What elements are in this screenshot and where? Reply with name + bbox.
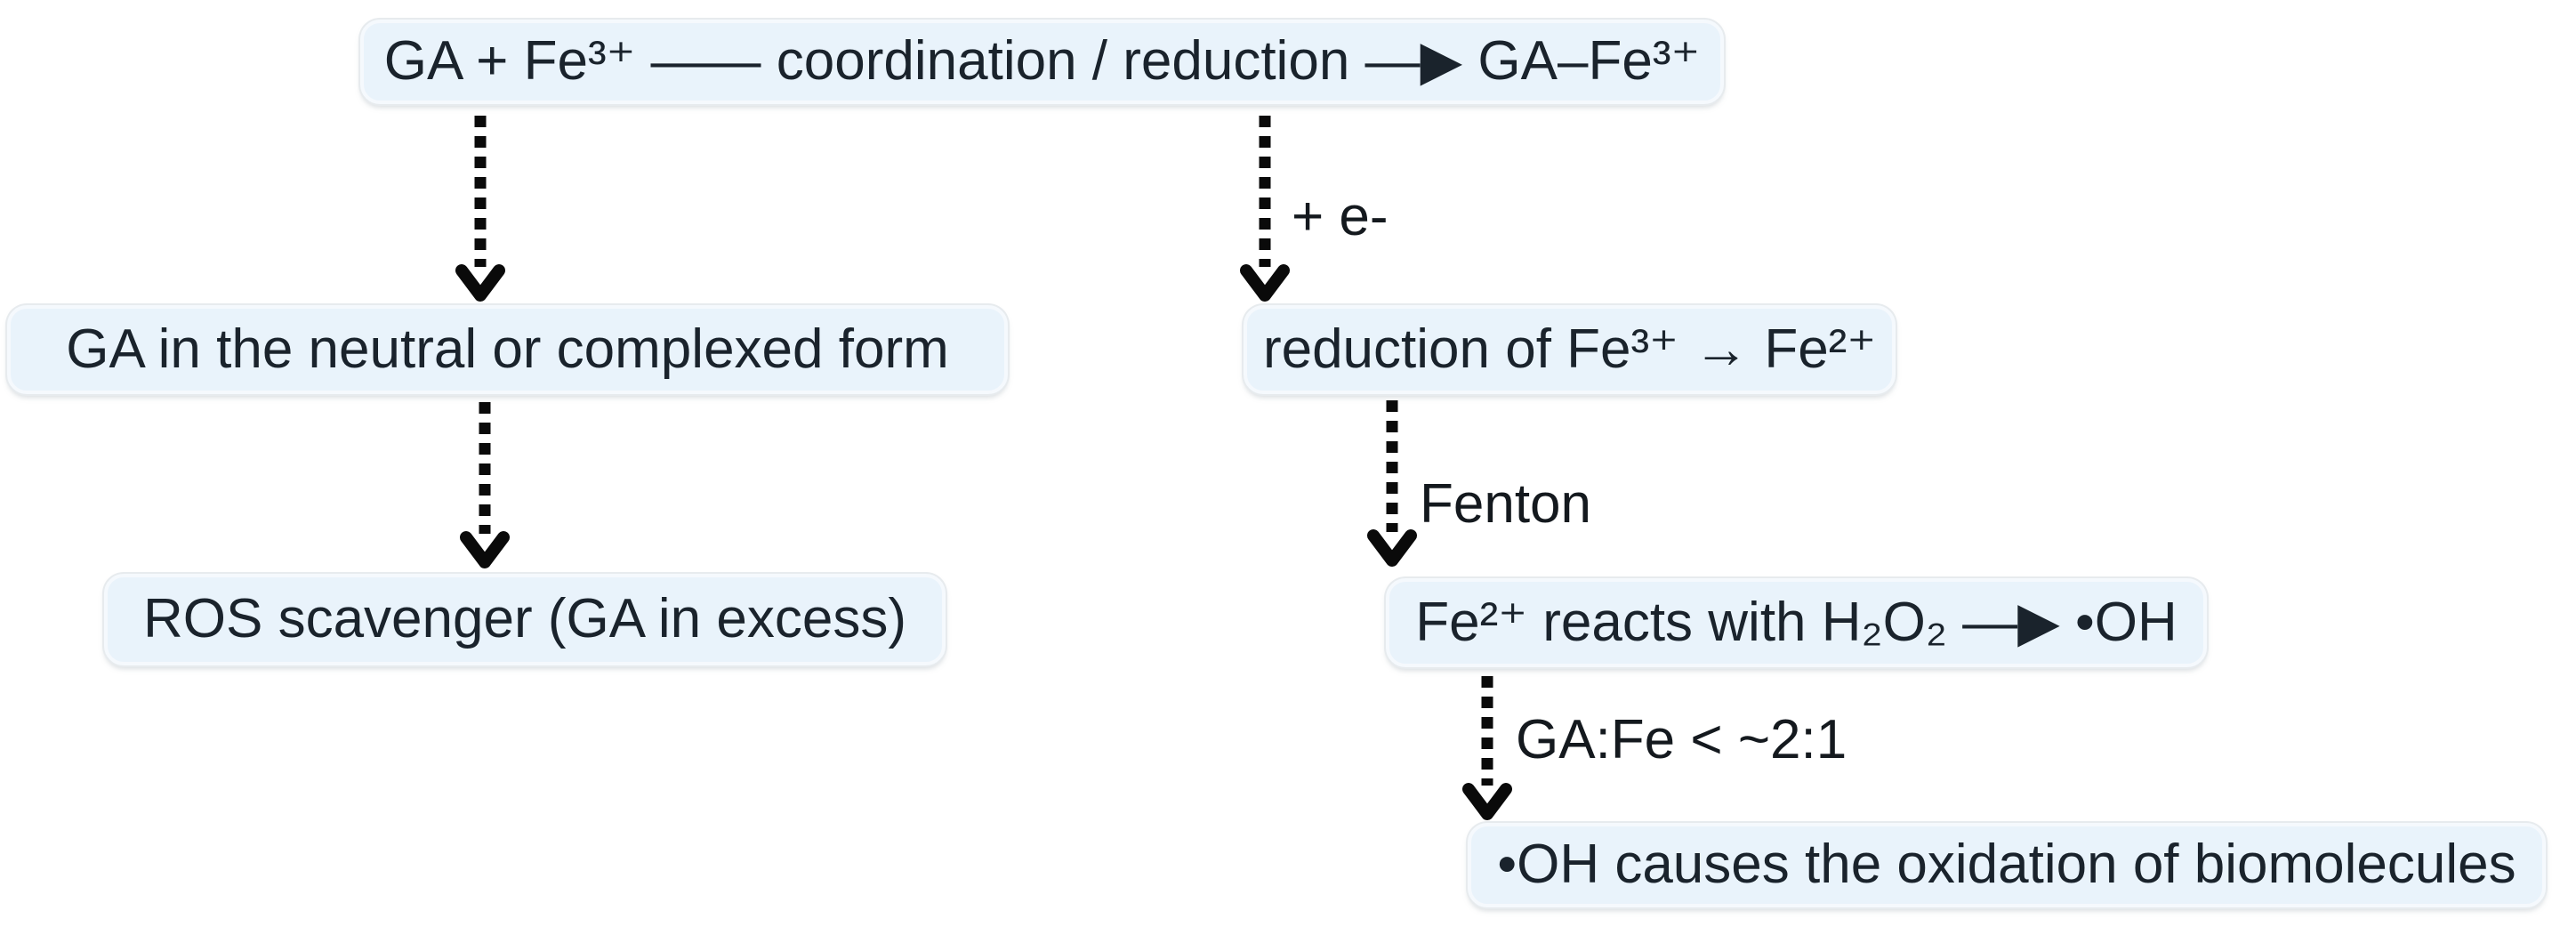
edge-label-fenton: Fenton [1420, 473, 1592, 535]
node-fenton-reaction: Fe²⁺ reacts with H₂O₂ —▶ •OH [1386, 578, 2207, 667]
edge-label-electron: + e- [1292, 186, 1389, 247]
node-ga-neutral-complexed: GA in the neutral or complexed form [7, 305, 1008, 394]
node-oh-oxidation-biomolecules: •OH causes the oxidation of biomolecules [1468, 823, 2546, 907]
edge-arrow-left-mid-to-left-bottom [460, 402, 510, 568]
edge-arrow-top-to-left-mid [455, 116, 505, 302]
edge-label-ga-fe-ratio: GA:Fe < ~2:1 [1516, 709, 1847, 770]
node-ga-fe-coordination: GA + Fe³⁺ —— coordination / reduction —▶… [360, 20, 1724, 104]
edge-arrow-right-mid-to-right-bottom [1367, 400, 1417, 567]
node-ros-scavenger: ROS scavenger (GA in excess) [104, 574, 946, 665]
edge-arrow-right-bottom-to-final [1462, 676, 1512, 820]
node-reduction-fe3-fe2: reduction of Fe³⁺ → Fe²⁺ [1244, 305, 1896, 394]
edge-arrow-top-to-right-mid [1240, 116, 1290, 302]
